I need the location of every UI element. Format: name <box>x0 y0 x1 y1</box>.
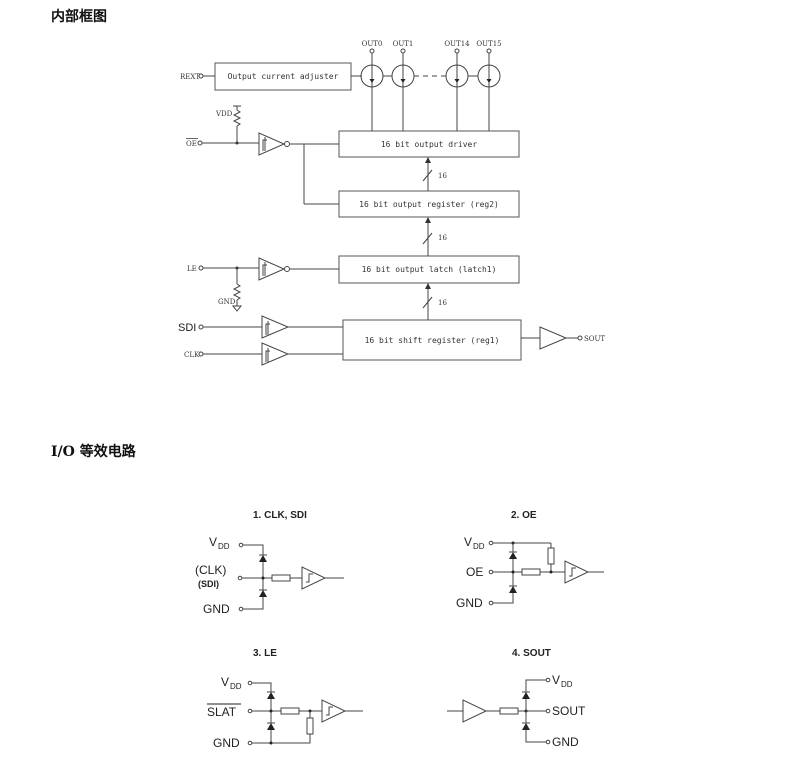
output-pin-terminal <box>369 48 375 54</box>
svg-text:DD: DD <box>561 680 573 689</box>
bus-reg1-to-latch1: 16 <box>422 283 447 320</box>
svg-text:SDI: SDI <box>178 322 196 334</box>
output-pin-label: OUT14 <box>444 40 470 48</box>
svg-text:GND: GND <box>552 735 579 749</box>
output-latch-latch1-block <box>338 255 520 284</box>
svg-text:VDD: VDD <box>215 110 233 118</box>
gnd-pulldown: GND <box>218 268 243 312</box>
io-circuit-sout: 4. SOUT V DD SOUT GND <box>447 648 586 749</box>
output-current-source-out1: OUT1 <box>391 40 415 131</box>
output-driver-label: 16 bit output driver <box>381 140 478 149</box>
svg-text:GND: GND <box>456 596 483 610</box>
rext-pin: REXT <box>180 73 215 81</box>
io-circuit-clk-sdi: 1. CLK, SDI V DD (CLK) (SDI) GND <box>195 510 344 616</box>
sdi-schmitt-buffer <box>261 315 343 339</box>
svg-text:(SDI): (SDI) <box>198 579 219 589</box>
output-current-source-out14: OUT14 <box>444 40 470 131</box>
le-schmitt-inverter <box>258 257 339 281</box>
svg-text:V: V <box>209 535 217 549</box>
svg-text:16: 16 <box>438 172 447 180</box>
svg-text:GND: GND <box>213 736 240 750</box>
io-circuit-le: 3. LE V DD SLAT GND <box>207 648 363 750</box>
sout-pin-label: SOUT <box>584 335 605 343</box>
output-latch-latch1-label: 16 bit output latch (latch1) <box>362 265 497 274</box>
output-pin-label: OUT15 <box>476 40 501 48</box>
svg-text:CLK: CLK <box>184 351 200 359</box>
svg-text:GND: GND <box>203 602 230 616</box>
output-current-adjuster-label: Output current adjuster <box>228 72 339 81</box>
shift-register-reg1-block <box>342 319 522 361</box>
io-circuit-4-title: 4. SOUT <box>512 648 551 659</box>
svg-text:DD: DD <box>230 682 242 691</box>
svg-text:SOUT: SOUT <box>552 704 586 718</box>
svg-text:SLAT: SLAT <box>207 705 237 719</box>
svg-text:GND: GND <box>218 298 236 306</box>
io-circuit-oe: 2. OE V DD OE GND <box>456 510 604 610</box>
shift-register-reg1-label: 16 bit shift register (reg1) <box>365 336 500 345</box>
current-sources: OUT0 OUT1 OUT14 OUT15 <box>360 40 502 131</box>
sout-buffer <box>521 326 583 350</box>
io-circuit-3-title: 3. LE <box>253 648 277 659</box>
io-circuit-1-title: 1. CLK, SDI <box>253 510 307 521</box>
bus-reg2-to-driver: 16 <box>422 157 447 191</box>
output-driver-block <box>338 130 520 158</box>
svg-text:OE: OE <box>186 140 197 148</box>
output-pin-terminal <box>486 48 492 54</box>
svg-text:16: 16 <box>438 234 447 242</box>
le-pin: LE <box>187 265 259 273</box>
io-equivalent-title: I/O 等效电路 <box>51 444 136 460</box>
vdd-pullup: VDD <box>215 105 242 143</box>
svg-text:LE: LE <box>187 265 197 273</box>
io-circuit-2-title: 2. OE <box>511 510 537 521</box>
output-register-reg2-label: 16 bit output register (reg2) <box>359 200 499 209</box>
svg-text:V: V <box>464 535 472 549</box>
block-diagram-title: 内部框图 <box>51 9 107 25</box>
output-current-source-out0: OUT0 <box>360 40 384 131</box>
svg-text:16: 16 <box>438 299 447 307</box>
output-pin-label: OUT0 <box>362 40 383 48</box>
bus-latch1-to-reg2: 16 <box>422 217 447 256</box>
output-current-source-out15: OUT15 <box>476 40 502 131</box>
oe-pin: OE <box>186 138 259 148</box>
svg-text:V: V <box>552 673 560 687</box>
clk-schmitt-buffer <box>261 342 343 366</box>
sdi-pin: SDI <box>178 322 262 334</box>
output-pin-terminal <box>400 48 406 54</box>
output-pin-label: OUT1 <box>393 40 414 48</box>
svg-text:(CLK): (CLK) <box>195 563 226 577</box>
svg-text:DD: DD <box>473 542 485 551</box>
clk-pin: CLK <box>184 351 262 359</box>
oe-schmitt-inverter <box>258 132 339 205</box>
output-pin-terminal <box>454 48 460 54</box>
svg-text:OE: OE <box>466 565 483 579</box>
output-current-adjuster-block <box>214 62 352 91</box>
svg-text:REXT: REXT <box>180 73 200 81</box>
svg-text:V: V <box>221 675 229 689</box>
svg-text:DD: DD <box>218 542 230 551</box>
